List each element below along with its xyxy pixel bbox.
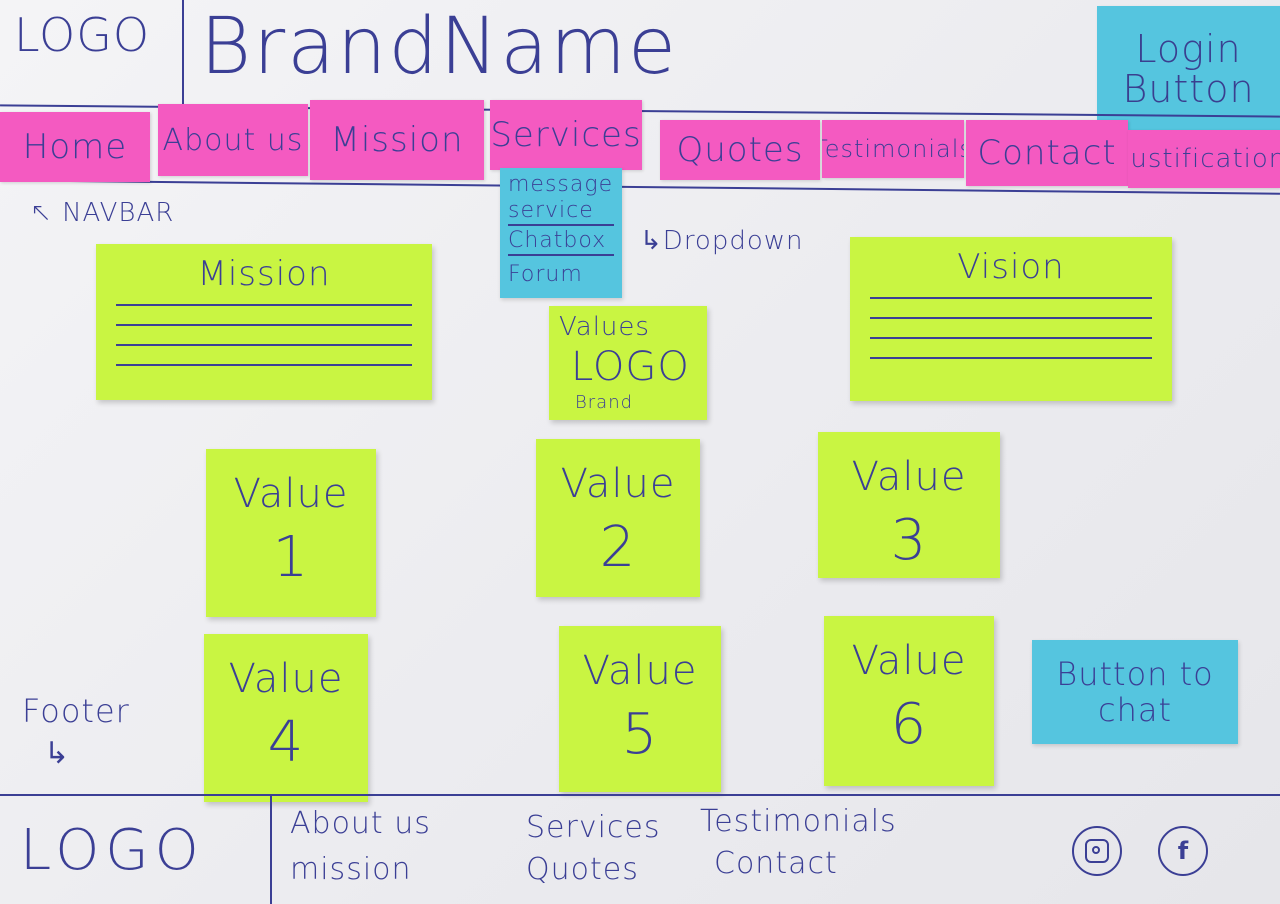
value-card-1: Value 1: [206, 449, 376, 617]
navbar-annotation-text: NAVBAR: [62, 198, 175, 228]
value-card-label: Value: [582, 648, 698, 694]
value-card-number: 5: [621, 702, 659, 767]
footer-top-border: [0, 794, 1280, 796]
vision-card: Vision: [850, 237, 1172, 401]
mission-card: Mission: [96, 244, 432, 400]
footer-logo[interactable]: LOGO: [20, 818, 205, 883]
value-card-label: Value: [228, 656, 344, 702]
dropdown-annotation: ↳Dropdown: [640, 226, 804, 256]
value-card-number: 4: [267, 710, 305, 775]
dropdown-annotation-text: Dropdown: [662, 226, 804, 256]
values-logo-line-3: Brand: [575, 392, 634, 413]
facebook-icon[interactable]: f: [1158, 826, 1208, 876]
nav-item-services[interactable]: Services: [490, 100, 642, 170]
value-card-2: Value 2: [536, 439, 700, 597]
nav-item-about-us[interactable]: About us: [158, 104, 308, 176]
values-logo-line-2: LOGO: [571, 344, 690, 390]
nav-item-justification[interactable]: Justification: [1128, 130, 1280, 188]
nav-item-contact[interactable]: Contact: [966, 120, 1128, 186]
dropdown-item-message-service[interactable]: message service: [508, 172, 614, 226]
vision-card-placeholder-lines: [870, 297, 1152, 377]
footer-link-mission[interactable]: mission: [290, 852, 412, 887]
value-card-number: 6: [890, 692, 928, 757]
value-card-6: Value 6: [824, 616, 994, 786]
value-card-label: Value: [233, 471, 349, 517]
services-dropdown: message service Chatbox Forum: [500, 168, 622, 298]
values-logo-line-1: Values: [559, 312, 650, 342]
footer-annotation: Footer: [22, 692, 130, 730]
value-card-5: Value 5: [559, 626, 721, 792]
footer-link-contact[interactable]: Contact: [714, 846, 838, 881]
value-card-label: Value: [560, 461, 676, 507]
value-card-3: Value 3: [818, 432, 1000, 578]
nav-item-quotes[interactable]: Quotes: [660, 120, 820, 180]
instagram-icon[interactable]: [1072, 826, 1122, 876]
chat-button[interactable]: Button to chat: [1032, 640, 1238, 744]
header-logo[interactable]: LOGO: [14, 8, 151, 62]
dropdown-item-forum[interactable]: Forum: [508, 262, 583, 287]
values-logo-card: Values LOGO Brand: [549, 306, 707, 420]
value-card-4: Value 4: [204, 634, 368, 802]
navbar-annotation: ↖ NAVBAR: [30, 198, 175, 228]
vision-card-title: Vision: [957, 247, 1065, 287]
nav-item-testimonials[interactable]: Testimonials: [822, 120, 964, 178]
arrow-down-icon: ↳: [44, 736, 70, 771]
value-card-number: 3: [890, 508, 928, 573]
value-card-label: Value: [851, 454, 967, 500]
footer-link-services[interactable]: Services: [526, 810, 661, 845]
footer-link-quotes[interactable]: Quotes: [526, 852, 639, 887]
value-card-number: 1: [272, 525, 310, 590]
footer-link-testimonials[interactable]: Testimonials: [700, 804, 897, 839]
mission-card-title: Mission: [197, 254, 331, 294]
footer-divider: [270, 796, 272, 904]
nav-item-home[interactable]: Home: [0, 112, 150, 182]
brand-name: BrandName: [200, 2, 679, 92]
value-card-number: 2: [599, 515, 637, 580]
nav-item-mission[interactable]: Mission: [310, 100, 484, 180]
login-button[interactable]: Login Button: [1097, 6, 1280, 132]
footer-link-about-us[interactable]: About us: [290, 806, 431, 841]
mission-card-placeholder-lines: [116, 304, 412, 384]
dropdown-item-chatbox[interactable]: Chatbox: [508, 228, 614, 256]
header-divider: [182, 0, 184, 110]
value-card-label: Value: [851, 638, 967, 684]
